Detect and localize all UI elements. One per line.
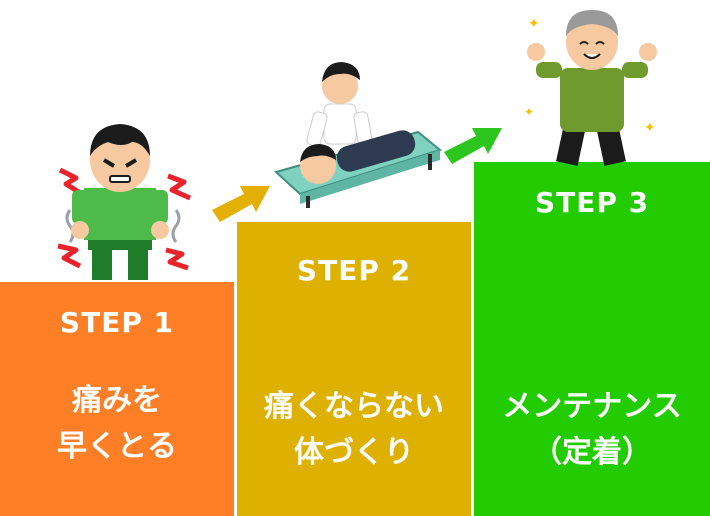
arrow-up-right-icon bbox=[212, 186, 270, 222]
arrow-up-right-icon bbox=[444, 128, 502, 164]
step-3-block: STEP 3 メンテナンス （定着） bbox=[474, 162, 710, 516]
step-3-line-1: メンテナンス bbox=[502, 389, 682, 424]
step-2-line-1: 痛くならない bbox=[264, 389, 444, 424]
healthy-elder-icon: ✦ ✦ ✦ ✦ bbox=[524, 10, 657, 166]
massage-treatment-icon bbox=[274, 62, 443, 208]
step-1-block: STEP 1 痛みを 早くとる bbox=[0, 282, 234, 516]
step-2-line-2: 体づくり bbox=[294, 435, 414, 470]
step-3-label: STEP 3 bbox=[534, 186, 650, 219]
step-2-block: STEP 2 痛くならない 体づくり bbox=[237, 222, 471, 516]
svg-text:✦: ✦ bbox=[528, 16, 540, 32]
step-2-label: STEP 2 bbox=[296, 254, 412, 287]
svg-text:✦: ✦ bbox=[644, 120, 656, 136]
step-1-line-1: 痛みを bbox=[72, 383, 162, 418]
step-2-description: 痛くならない 体づくり bbox=[237, 384, 471, 476]
svg-text:✦: ✦ bbox=[524, 105, 534, 119]
step-3-description: メンテナンス （定着） bbox=[474, 384, 710, 476]
step-1-line-2: 早くとる bbox=[57, 429, 177, 464]
step-3-line-2: （定着） bbox=[532, 435, 652, 470]
person-in-pain-icon bbox=[57, 124, 192, 280]
step-1-label: STEP 1 bbox=[59, 306, 175, 339]
step-1-description: 痛みを 早くとる bbox=[0, 378, 234, 470]
